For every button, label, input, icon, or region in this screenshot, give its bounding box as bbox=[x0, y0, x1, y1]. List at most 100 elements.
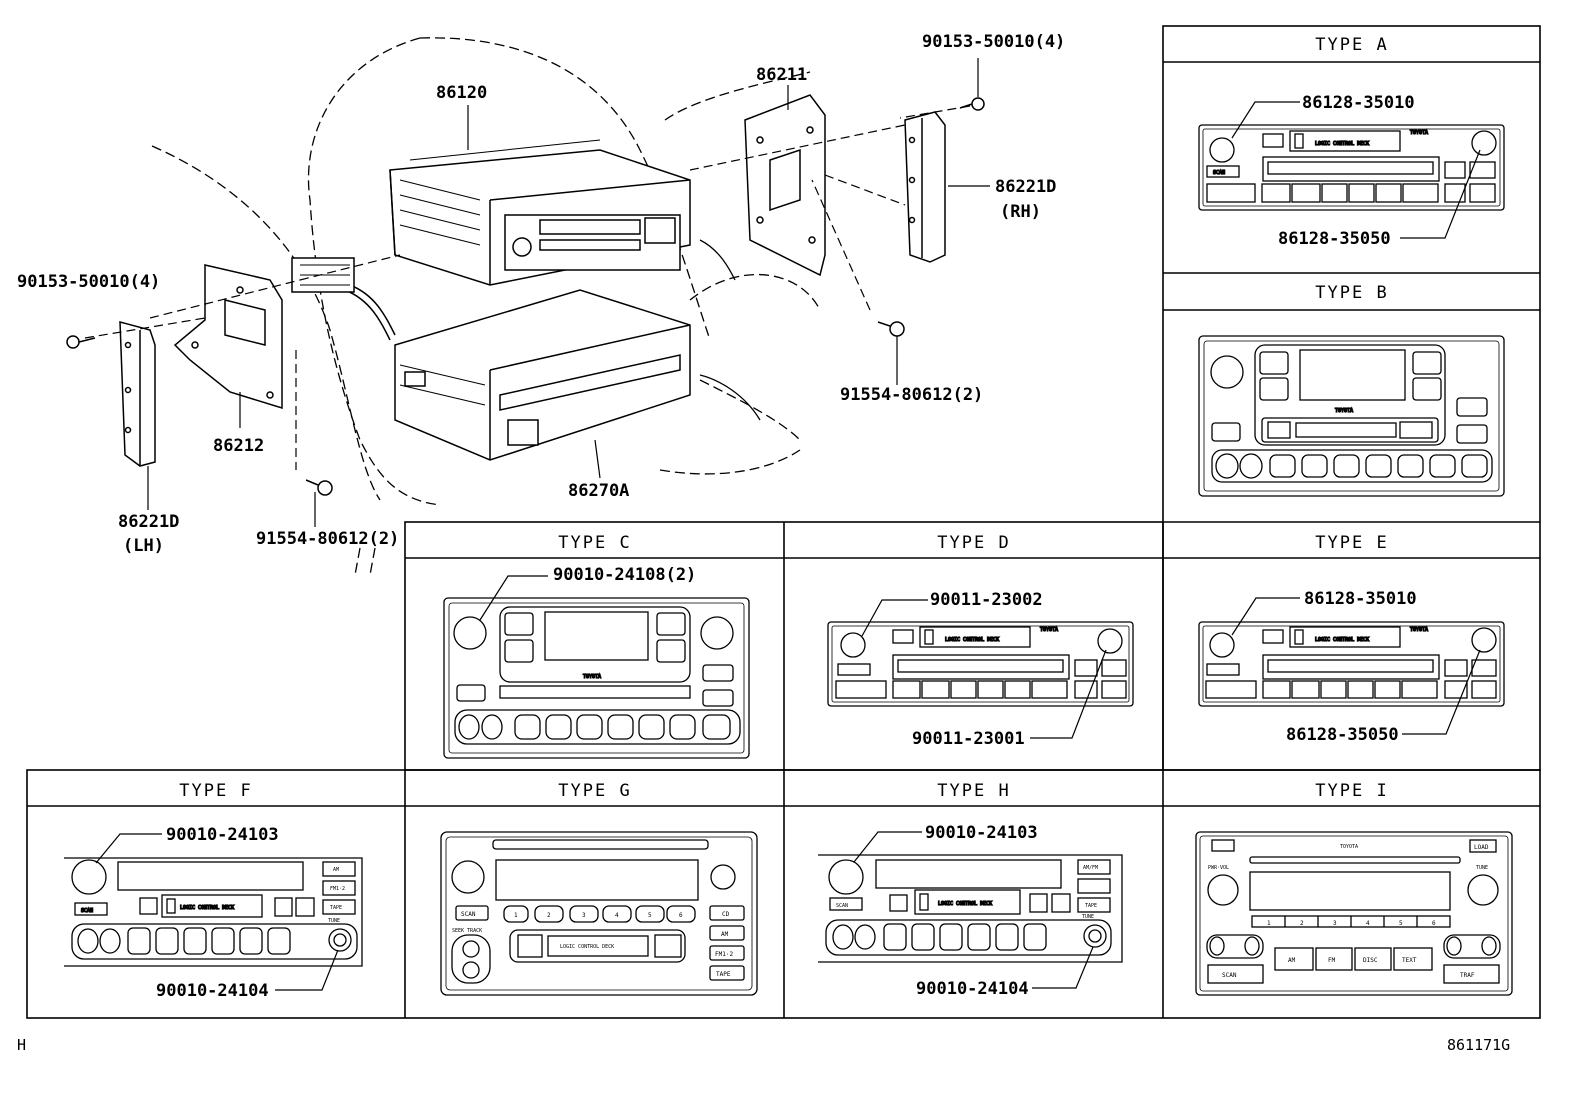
type-f-tape-text: TAPE bbox=[330, 905, 342, 911]
label-86270a: 86270A bbox=[568, 481, 629, 501]
type-g-cd-text: CD bbox=[722, 911, 730, 918]
type-i-fm-text: FM bbox=[1328, 957, 1336, 964]
panel-grid bbox=[26, 25, 1541, 1019]
type-i-scan-text: SCAN bbox=[1222, 972, 1237, 979]
type-i-preset-1: 1 bbox=[1267, 920, 1271, 927]
label-screw-top: 90153-50010(4) bbox=[922, 32, 1065, 52]
type-i-load-text: LOAD bbox=[1474, 844, 1489, 851]
leader-lines bbox=[147, 58, 990, 527]
type-i-text-text: TEXT bbox=[1402, 957, 1417, 964]
type-f-tune-text: TUNE bbox=[328, 918, 340, 924]
screw-top-icon bbox=[959, 97, 985, 111]
type-h-title: TYPE H bbox=[937, 781, 1010, 801]
type-g-scan-text: SCAN bbox=[461, 911, 476, 918]
type-g-am-text: AM bbox=[721, 931, 729, 938]
label-bracket-lh: 86221D bbox=[118, 512, 179, 532]
type-e-part-top: 86128-35010 bbox=[1304, 589, 1417, 609]
type-h-tune-text: TUNE bbox=[1082, 914, 1094, 920]
type-f-part-bottom: 90010-24104 bbox=[156, 981, 269, 1001]
type-f-leaders bbox=[95, 833, 339, 991]
type-g-title: TYPE G bbox=[558, 781, 631, 801]
type-c-part: 90010-24108(2) bbox=[553, 565, 696, 585]
type-d-part-top: 90011-23002 bbox=[930, 590, 1043, 610]
type-f-scan-text: SCAN bbox=[81, 908, 93, 914]
screws bbox=[66, 97, 985, 496]
type-g-logic-text: LOGIC CONTROL DECK bbox=[560, 944, 614, 950]
type-a-toyota-text: TOYOTA bbox=[1410, 130, 1428, 136]
type-h-radio: LOGIC CONTROL DECK bbox=[818, 854, 1123, 963]
type-d-radio: LOGIC CONTROL DECK TOYOTA bbox=[827, 621, 1134, 707]
type-b-title: TYPE B bbox=[1315, 283, 1388, 303]
type-h-part-bottom: 90010-24104 bbox=[916, 979, 1029, 999]
type-e-logic-text: LOGIC CONTROL DECK bbox=[1315, 637, 1369, 643]
type-e-toyota-text: TOYOTA bbox=[1410, 627, 1428, 633]
type-h-tape-text: TAPE bbox=[1085, 903, 1097, 909]
type-g-preset-6: 6 bbox=[679, 912, 683, 919]
type-e-radio: LOGIC CONTROL DECK TOYOTA bbox=[1198, 621, 1505, 707]
type-h-leaders bbox=[853, 831, 1094, 989]
type-d-title: TYPE D bbox=[937, 533, 1010, 553]
label-bracket-lh-side: (LH) bbox=[123, 536, 164, 556]
footer-left-code: H bbox=[17, 1036, 26, 1054]
wire-harness bbox=[291, 257, 396, 341]
type-a-logic-text: LOGIC CONTROL DECK bbox=[1315, 141, 1369, 147]
main-radio-unit bbox=[389, 139, 691, 461]
type-f-fm-text: FM1·2 bbox=[330, 886, 345, 892]
type-a-title: TYPE A bbox=[1315, 35, 1388, 55]
type-i-preset-6: 6 bbox=[1432, 920, 1436, 927]
type-h-scan-text: SCAN bbox=[836, 903, 848, 909]
type-i-tune-text: TUNE bbox=[1476, 865, 1488, 871]
bracket-plate-right bbox=[744, 94, 826, 277]
type-g-fm-text: FM1·2 bbox=[715, 951, 733, 958]
type-i-preset-5: 5 bbox=[1399, 920, 1403, 927]
type-a-leaders bbox=[1231, 101, 1481, 239]
type-i-radio bbox=[1195, 831, 1513, 996]
type-g-preset-5: 5 bbox=[648, 912, 652, 919]
type-g-preset-4: 4 bbox=[615, 912, 619, 919]
dash-curve bbox=[699, 239, 736, 281]
type-b-radio: TOYOTA bbox=[1198, 335, 1505, 497]
type-b-toyota-text: TOYOTA bbox=[1335, 408, 1353, 414]
type-g-tape-text: TAPE bbox=[716, 971, 731, 978]
type-a-part-bottom: 86128-35050 bbox=[1278, 229, 1391, 249]
type-c-title: TYPE C bbox=[558, 533, 631, 553]
type-g-seek-text: SEEK TRACK bbox=[452, 928, 482, 934]
type-a-radio: LOGIC CONTROL DECK SCAN TOYOTA bbox=[1198, 124, 1505, 211]
footer-figure-code: 861171G bbox=[1447, 1036, 1510, 1054]
type-i-preset-2: 2 bbox=[1300, 920, 1304, 927]
type-f-part-top: 90010-24103 bbox=[166, 825, 279, 845]
type-i-pwr-text: PWR·VOL bbox=[1208, 865, 1229, 871]
type-f-title: TYPE F bbox=[179, 781, 252, 801]
type-g-radio bbox=[440, 831, 758, 996]
type-g-preset-1: 1 bbox=[514, 912, 518, 919]
type-c-toyota-text: TOYOTA bbox=[583, 674, 601, 680]
assembly-lines bbox=[84, 105, 971, 470]
type-c-leader bbox=[479, 575, 548, 621]
type-e-leaders bbox=[1231, 597, 1481, 735]
type-e-part-bottom: 86128-35050 bbox=[1286, 725, 1399, 745]
bolt-right-icon bbox=[877, 321, 905, 337]
type-i-title: TYPE I bbox=[1315, 781, 1388, 801]
type-g-preset-2: 2 bbox=[547, 912, 551, 919]
label-bolt-left: 91554-80612(2) bbox=[256, 529, 399, 549]
type-i-disc-text: DISC bbox=[1363, 957, 1378, 964]
dash-curve bbox=[699, 374, 761, 421]
bolt-left-icon bbox=[305, 479, 333, 496]
type-e-title: TYPE E bbox=[1315, 533, 1388, 553]
type-d-leaders bbox=[861, 599, 1107, 739]
screw-left-icon bbox=[66, 335, 96, 349]
type-f-logic-text: LOGIC CONTROL DECK bbox=[180, 905, 234, 911]
side-bracket-rh bbox=[904, 111, 946, 263]
label-86120: 86120 bbox=[436, 83, 487, 103]
type-i-am-text: AM bbox=[1288, 957, 1296, 964]
label-screw-left: 90153-50010(4) bbox=[17, 272, 160, 292]
type-i-preset-3: 3 bbox=[1333, 920, 1337, 927]
type-i-toyota-text: TOYOTA bbox=[1340, 844, 1358, 850]
side-bracket-lh bbox=[119, 321, 156, 467]
type-a-part-top: 86128-35010 bbox=[1302, 93, 1415, 113]
type-h-part-top: 90010-24103 bbox=[925, 823, 1038, 843]
label-86211: 86211 bbox=[756, 65, 807, 85]
label-bracket-rh: 86221D bbox=[995, 177, 1056, 197]
